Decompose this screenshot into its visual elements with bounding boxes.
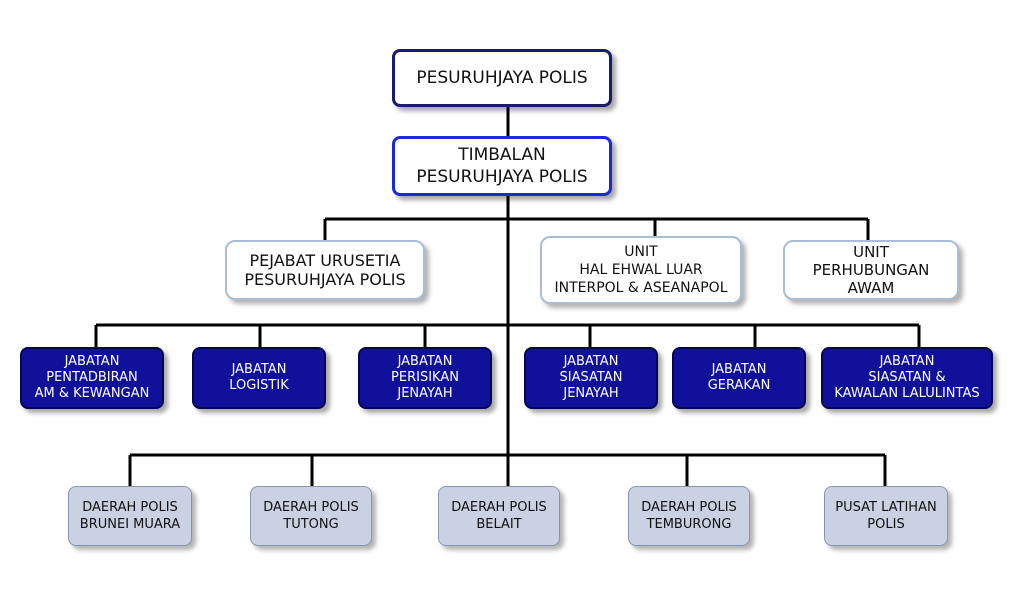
node-label-line: JENAYAH [397, 386, 453, 401]
node-label-line: JENAYAH [563, 386, 619, 401]
node-label-line: UNIT [853, 243, 889, 261]
node-label-line: PESURUHJAYA POLIS [244, 270, 406, 289]
node-label-line: DAERAH POLIS [263, 500, 359, 515]
node-label-line: KAWALAN LALULINTAS [834, 386, 980, 401]
foreign-affairs-unit-box: UNIT HAL EHWAL LUAR INTERPOL & ASEANAPOL [540, 236, 742, 304]
node-label-line: PEJABAT URUSETIA [249, 251, 401, 270]
node-label-line: SIASATAN & [868, 370, 946, 385]
node-label-line: DAERAH POLIS [641, 500, 737, 515]
node-label-line: JABATAN [64, 354, 120, 369]
district-belait: DAERAH POLIS BELAIT [438, 486, 560, 546]
node-label-line: AWAM [847, 279, 895, 297]
node-label-line: BRUNEI MUARA [79, 517, 181, 532]
police-training-centre: PUSAT LATIHAN POLIS [824, 486, 948, 546]
node-label-line: BELAIT [476, 517, 522, 532]
node-label-line: GERAKAN [707, 378, 771, 393]
node-label-line: HAL EHWAL LUAR [579, 262, 703, 278]
node-label-line: TUTONG [283, 517, 339, 532]
node-label-line: AM & KEWANGAN [34, 386, 150, 401]
node-label-line: DAERAH POLIS [82, 500, 178, 515]
district-tutong: DAERAH POLIS TUTONG [250, 486, 372, 546]
node-label-line: PERISIKAN [391, 370, 459, 385]
node-label-line: JABATAN [397, 354, 453, 369]
node-label-line: JABATAN [711, 362, 767, 377]
node-label-line: JABATAN [879, 354, 935, 369]
node-label-line: SIASATAN [559, 370, 623, 385]
node-label-line: PENTADBIRAN [46, 370, 138, 385]
district-brunei-muara: DAERAH POLIS BRUNEI MUARA [68, 486, 192, 546]
node-label-line: POLIS [867, 517, 905, 532]
commissioner-box: PESURUHJAYA POLIS [392, 49, 612, 107]
node-label-line: PUSAT LATIHAN [835, 500, 937, 515]
node-label-line: PERHUBUNGAN [812, 261, 930, 279]
node-label-line: JABATAN [563, 354, 619, 369]
node-label-line: PESURUHJAYA POLIS [416, 68, 588, 88]
node-label-line: TIMBALAN [458, 145, 546, 165]
node-label-line: LOGISTIK [229, 378, 289, 393]
node-label-line: TEMBURONG [646, 517, 732, 532]
node-label-line: UNIT [624, 244, 658, 260]
node-label-line: PESURUHJAYA POLIS [416, 167, 588, 187]
node-label-line: JABATAN [231, 362, 287, 377]
node-label-line: DAERAH POLIS [451, 500, 547, 515]
node-label-line: INTERPOL & ASEANAPOL [554, 280, 728, 296]
district-temburong: DAERAH POLIS TEMBURONG [628, 486, 750, 546]
